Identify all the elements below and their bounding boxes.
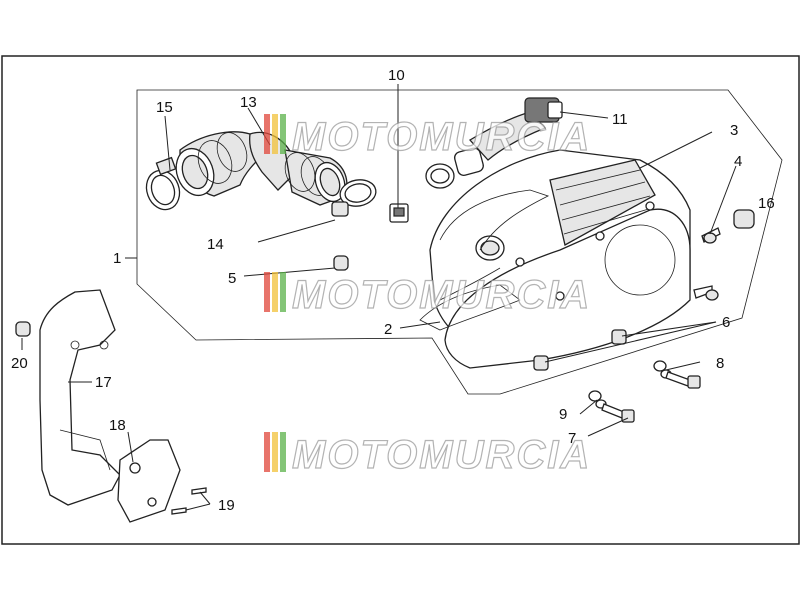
bracket-18 (117, 439, 181, 523)
bolt-7 (601, 403, 635, 423)
intake-hose (145, 131, 377, 217)
watermark-text: MOTOMURCIA (292, 273, 591, 317)
leader-lines (21, 84, 737, 511)
hose-connector-14 (331, 201, 349, 217)
breather-hose-11 (425, 97, 563, 189)
watermark-1: MOTOMURCIA (264, 114, 591, 160)
diagram-border (1, 55, 800, 545)
callout-16: 16 (758, 195, 775, 212)
callout-9: 9 (559, 406, 567, 423)
callout-1: 1 (113, 250, 121, 267)
callout-6: 6 (722, 314, 730, 331)
air-filter-element (549, 159, 656, 246)
screws-4 (693, 227, 721, 301)
callout-19: 19 (218, 497, 235, 514)
callout-7: 7 (568, 430, 576, 447)
watermark-text: MOTOMURCIA (292, 433, 591, 477)
callout-8: 8 (716, 355, 724, 372)
bolt-8 (653, 360, 701, 389)
spacers-6 (533, 329, 627, 371)
cap-16 (733, 209, 755, 229)
nut-20 (15, 321, 31, 337)
callout-20: 20 (11, 355, 28, 372)
air-filter-housing (429, 149, 691, 369)
callout-2: 2 (384, 321, 392, 338)
assembly-outline (136, 89, 783, 395)
guard-17 (39, 289, 121, 506)
callout-3: 3 (730, 122, 738, 139)
gasket-2 (419, 284, 521, 331)
washers-9 (588, 390, 607, 409)
grommet-5 (333, 255, 349, 271)
air-box-cover (444, 208, 691, 369)
watermark-2: MOTOMURCIA (264, 272, 591, 318)
callout-17: 17 (95, 374, 112, 391)
callout-4: 4 (734, 153, 742, 170)
watermark-3: MOTOMURCIA (264, 432, 591, 478)
callout-15: 15 (156, 99, 173, 116)
screws-19 (171, 487, 207, 515)
callout-18: 18 (109, 417, 126, 434)
watermark-text: MOTOMURCIA (292, 115, 591, 159)
callout-5: 5 (228, 270, 236, 287)
callout-10: 10 (388, 67, 405, 84)
callout-11: 11 (612, 111, 628, 128)
callout-14: 14 (207, 236, 224, 253)
callout-13: 13 (240, 94, 257, 111)
